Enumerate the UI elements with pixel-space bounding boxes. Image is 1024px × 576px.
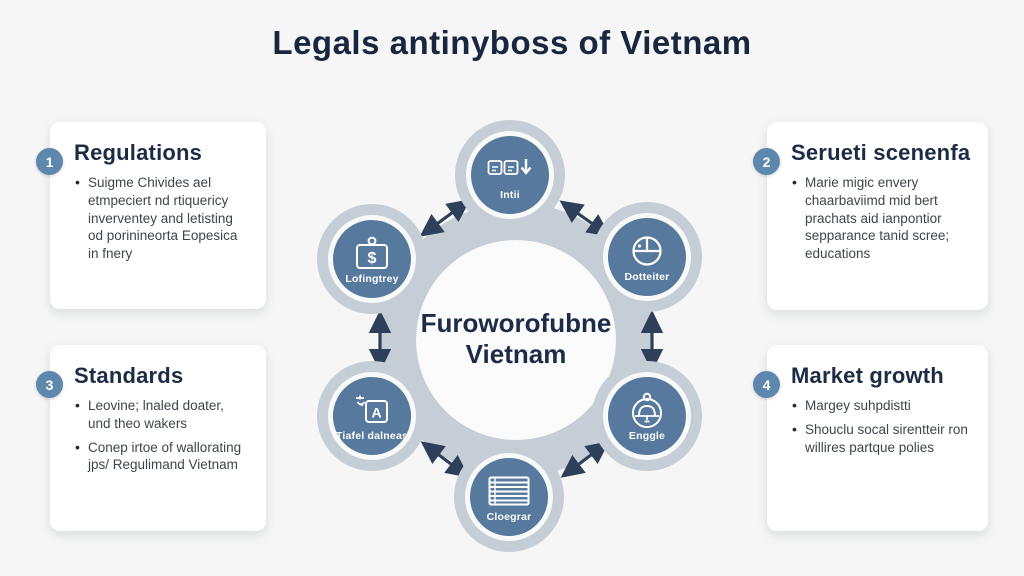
node-label: Lofingtrey — [345, 272, 399, 285]
bullet-item: Leovine; lnaled doater, und theo wakers — [74, 396, 250, 433]
page-title: Legals antinyboss of Vietnam — [272, 24, 752, 61]
card-market-growth: 4 Market growth Margey suhpdistti Shoucl… — [753, 345, 988, 531]
card-heading-regulations: Regulations — [74, 140, 203, 165]
list-lines-icon — [488, 473, 530, 509]
translate-icon: A — [353, 392, 391, 428]
bullet-item: Marie migic envery chaarbaviimd mid bert… — [791, 173, 972, 263]
card-bullet-list: Margey suhpdistti Shouclu socal sirentte… — [791, 396, 972, 457]
diagram-center-label: Furoworofubne Vietnam — [396, 308, 636, 369]
svg-text:A: A — [371, 404, 381, 420]
card-standards: 3 Standards Leovine; lnaled doater, und … — [36, 345, 266, 531]
node-lower-left: A Tiafel dalneas — [328, 372, 416, 460]
bullet-item: Shouclu socal sirentteir ron willires pa… — [791, 420, 972, 457]
number-badge-2: 2 — [753, 148, 780, 175]
card-heading-market-growth: Market growth — [791, 363, 944, 388]
center-line-2: Vietnam — [465, 338, 567, 369]
node-bottom: Cloegrar — [465, 453, 553, 541]
node-upper-right: Dotteiter — [603, 213, 691, 301]
bullet-item: Margey suhpdistti — [791, 396, 972, 415]
card-bullet-list: Suigme Chivides ael etmpeciert nd rtique… — [74, 173, 250, 263]
number-badge-4: 4 — [753, 371, 780, 398]
node-label: Tiafel dalneas — [335, 429, 409, 442]
number-badge-1: 1 — [36, 148, 63, 175]
dollar-tag-icon: $ — [353, 235, 391, 271]
node-label: Enggle — [628, 429, 666, 442]
node-label: Dotteiter — [624, 270, 670, 283]
bullet-item: Conep irtoe of wallorating jps/ Regulima… — [74, 438, 250, 475]
windows-download-icon — [487, 151, 533, 187]
card-heading-standards: Standards — [74, 363, 184, 388]
circle-plus-icon — [630, 233, 664, 269]
card-bullet-list: Marie migic envery chaarbaviimd mid bert… — [791, 173, 972, 263]
bullet-item: Suigme Chivides ael etmpeciert nd rtique… — [74, 173, 250, 263]
card-serueti-scenenfa: 2 Serueti scenenfa Marie migic envery ch… — [753, 122, 988, 310]
node-upper-left: $ Lofingtrey — [328, 215, 416, 303]
center-line-1: Furoworofubne — [420, 308, 612, 338]
node-lower-right: Enggle — [603, 372, 691, 460]
node-label: Intii — [500, 188, 520, 201]
card-heading-serueti: Serueti scenenfa — [791, 140, 971, 165]
bell-circle-icon — [629, 392, 665, 428]
number-badge-3: 3 — [36, 371, 63, 398]
card-bullet-list: Leovine; lnaled doater, und theo wakers … — [74, 396, 250, 475]
svg-text:$: $ — [368, 250, 377, 267]
node-top: Intii — [466, 131, 554, 219]
card-regulations: 1 Regulations Suigme Chivides ael etmpec… — [36, 122, 266, 309]
node-label: Cloegrar — [486, 510, 532, 523]
